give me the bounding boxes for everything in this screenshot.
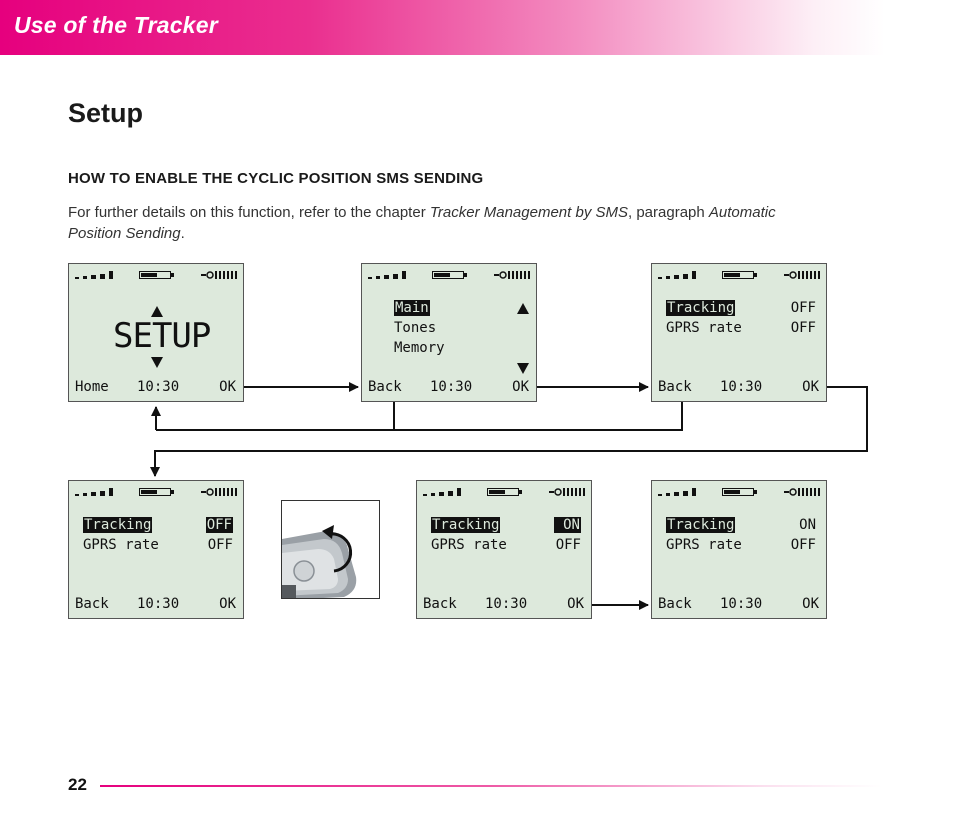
- battery-icon: [139, 488, 174, 496]
- signal-strength-icon: [423, 488, 461, 496]
- lcd-screen-tracking-off: Tracking OFF GPRS rate OFF Back 10:30 OK: [651, 263, 827, 402]
- tracking-label-selected: Tracking: [431, 517, 501, 533]
- battery-icon: [487, 488, 522, 496]
- gprs-rate-label: GPRS rate: [83, 537, 159, 553]
- battery-icon: [139, 271, 174, 279]
- scroll-down-arrow-icon: [517, 363, 529, 374]
- gps-antenna-icon: [201, 271, 237, 279]
- arrow-s3-to-s4: [150, 386, 868, 477]
- clock-time: 10:30: [720, 596, 763, 612]
- setup-title: SETUP: [113, 316, 211, 356]
- gprs-rate-label: GPRS rate: [666, 320, 742, 336]
- tracking-value: OFF: [790, 300, 816, 316]
- softkey-home: Home: [75, 379, 109, 395]
- lcd-screen-menu: Main Tones Memory Back 10:30 OK: [361, 263, 537, 402]
- battery-icon: [722, 488, 757, 496]
- tracking-value-selected: ON: [553, 517, 581, 533]
- battery-icon: [432, 271, 467, 279]
- device-illustration: [282, 525, 357, 598]
- gprs-rate-value: OFF: [555, 537, 581, 553]
- footer-rule: [100, 785, 882, 787]
- gps-antenna-icon: [784, 488, 820, 496]
- lcd-screen-tracking-edit-on: Tracking ON GPRS rate OFF Back 10:30 OK: [416, 480, 592, 619]
- tracking-label-selected: Tracking: [83, 517, 153, 533]
- gps-antenna-icon: [201, 488, 237, 496]
- signal-strength-icon: [658, 488, 696, 496]
- tracking-label-selected: Tracking: [666, 517, 736, 533]
- menu-item-main-selected: Main: [394, 300, 430, 316]
- clock-time: 10:30: [720, 379, 763, 395]
- section-header-title: Use of the Tracker: [14, 12, 218, 38]
- section-heading: HOW TO ENABLE THE CYCLIC POSITION SMS SE…: [68, 170, 484, 187]
- softkey-ok: OK: [512, 379, 529, 395]
- tracking-value-selected: OFF: [205, 517, 233, 533]
- gprs-rate-label: GPRS rate: [431, 537, 507, 553]
- gprs-rate-value: OFF: [207, 537, 233, 553]
- chapter-reference: Tracker Management by SMS: [429, 204, 628, 221]
- paragraph-reference-l2: Position Sending: [68, 225, 181, 242]
- lcd-screen-tracking-edit-off: Tracking OFF GPRS rate OFF Back 10:30 OK: [68, 480, 244, 619]
- paragraph-reference-l1: Automatic: [708, 204, 776, 221]
- softkey-ok: OK: [567, 596, 584, 612]
- menu-item-memory: Memory: [394, 340, 445, 356]
- gprs-rate-value: OFF: [790, 320, 816, 336]
- battery-icon: [722, 271, 757, 279]
- softkey-ok: OK: [802, 379, 819, 395]
- signal-strength-icon: [75, 271, 113, 279]
- signal-strength-icon: [368, 271, 406, 279]
- clock-time: 10:30: [430, 379, 473, 395]
- softkey-ok: OK: [219, 596, 236, 612]
- softkey-back: Back: [368, 379, 402, 395]
- lcd-screen-tracking-on: Tracking ON GPRS rate OFF Back 10:30 OK: [651, 480, 827, 619]
- gps-antenna-icon: [494, 271, 530, 279]
- page-number: 22: [68, 775, 87, 794]
- clock-time: 10:30: [137, 379, 180, 395]
- gps-antenna-icon: [784, 271, 820, 279]
- lcd-screen-setup: SETUP Home 10:30 OK: [68, 263, 244, 402]
- gprs-rate-value: OFF: [790, 537, 816, 553]
- gprs-rate-label: GPRS rate: [666, 537, 742, 553]
- tracking-label-selected: Tracking: [666, 300, 736, 316]
- scroll-down-arrow-icon: [151, 357, 163, 368]
- clock-time: 10:30: [137, 596, 180, 612]
- softkey-ok: OK: [219, 379, 236, 395]
- rotate-arrow-icon: [322, 525, 353, 573]
- signal-strength-icon: [658, 271, 696, 279]
- back-line-s3: [156, 398, 683, 431]
- softkey-back: Back: [75, 596, 109, 612]
- softkey-back: Back: [658, 596, 692, 612]
- softkey-back: Back: [658, 379, 692, 395]
- gps-antenna-icon: [549, 488, 585, 496]
- menu-item-tones: Tones: [394, 320, 437, 336]
- softkey-ok: OK: [802, 596, 819, 612]
- intro-paragraph: For further details on this function, re…: [68, 204, 776, 242]
- scroll-up-arrow-icon: [151, 306, 163, 317]
- signal-strength-icon: [75, 488, 113, 496]
- scroll-up-arrow-icon: [517, 303, 529, 314]
- device-knob-photo: [281, 500, 380, 599]
- page-title: Setup: [68, 98, 144, 128]
- clock-time: 10:30: [485, 596, 528, 612]
- tracking-value: ON: [799, 517, 816, 533]
- softkey-back: Back: [423, 596, 457, 612]
- header-band: [0, 0, 885, 55]
